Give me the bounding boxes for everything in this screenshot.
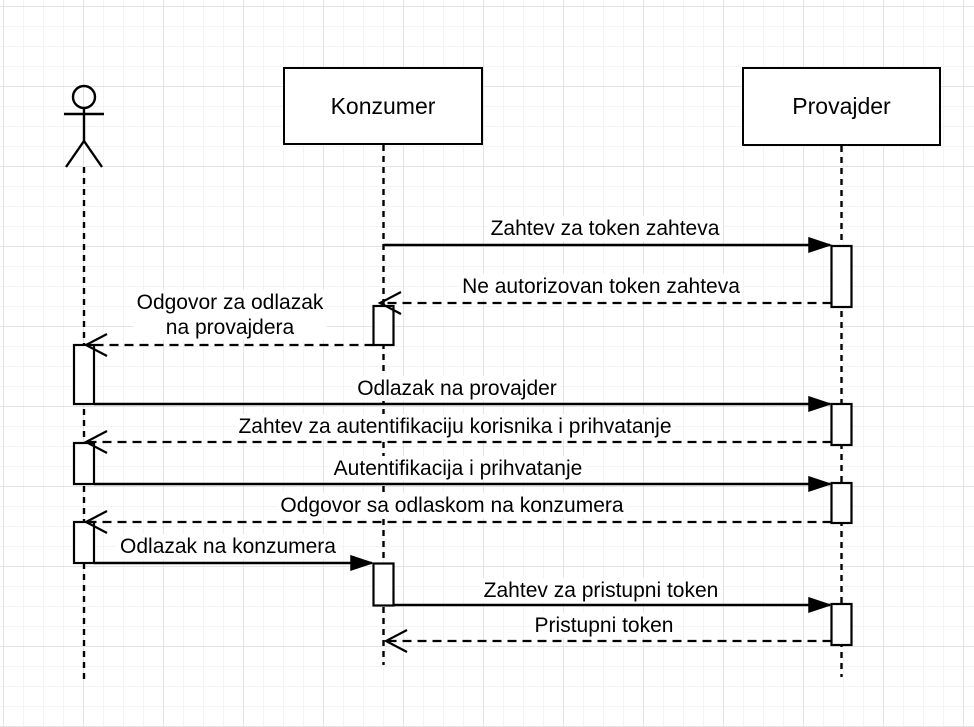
message-label-2: Ne autorizovan token zahteva — [459, 274, 743, 299]
actor-leg-left — [65, 140, 85, 168]
activation-bar-korisnik-2 — [72, 441, 96, 486]
message-label-8: Odlazak na konzumera — [117, 534, 339, 559]
activation-bar-konzumer-1 — [372, 304, 395, 347]
activation-bar-korisnik-1 — [72, 343, 96, 406]
activation-bar-provajder-3 — [830, 481, 853, 525]
activation-bar-provajder-4 — [830, 602, 853, 647]
participant-box-konzumer: Konzumer — [283, 67, 483, 145]
participant-label-konzumer: Konzumer — [330, 92, 436, 119]
message-label-10: Pristupni token — [531, 613, 677, 638]
message-label-6: Autentifikacija i prihvatanje — [330, 456, 586, 481]
message-label-9: Zahtev za pristupni token — [480, 578, 722, 603]
actor-figure — [64, 84, 104, 168]
message-label-3: Odgovor za odlazak na provajdera — [133, 290, 327, 340]
message-label-3-line-2: na provajdera — [165, 316, 295, 339]
activation-bar-korisnik-3 — [72, 520, 96, 565]
participant-label-provajder: Provajder — [792, 93, 891, 119]
activation-bar-provajder-2 — [830, 402, 853, 447]
message-label-1: Zahtev za token zahteva — [487, 216, 723, 241]
message-label-3-line-1: Odgovor za odlazak — [136, 291, 324, 314]
activation-bar-provajder-1 — [830, 244, 853, 309]
message-label-5: Zahtev za autentifikaciju korisnika i pr… — [235, 414, 675, 439]
message-label-7: Odgovor sa odlaskom na konzumera — [277, 493, 627, 518]
activation-bar-konzumer-2 — [372, 562, 395, 607]
message-label-4: Odlazak na provajder — [354, 376, 560, 401]
participant-box-provajder: Provajder — [742, 67, 941, 146]
actor-leg-right — [83, 140, 103, 168]
actor-head — [71, 84, 97, 110]
